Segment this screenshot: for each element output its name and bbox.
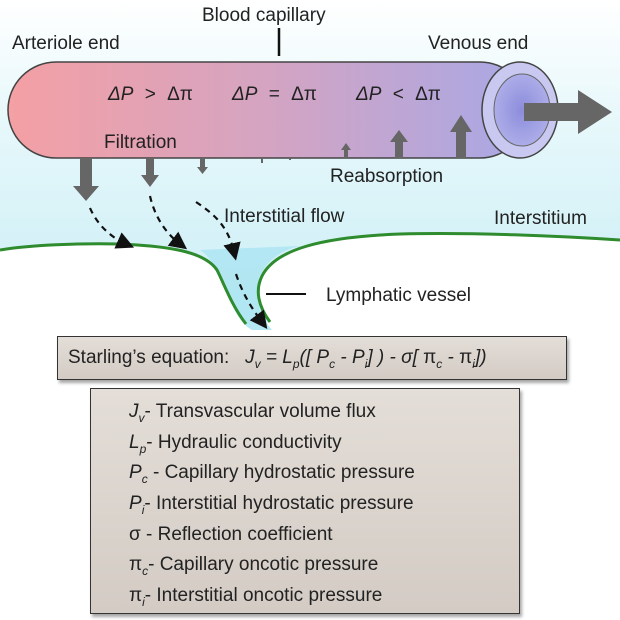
legend-symbol: π [129, 585, 143, 607]
legend-subscript: i [141, 503, 145, 518]
eq-l-symbol: L [282, 347, 293, 368]
legend-symbol: π [129, 554, 143, 576]
legend-description: - Hydraulic conductivity [146, 431, 342, 453]
filtration-label: Filtration [104, 132, 177, 153]
eq-pi-symbol: P [352, 347, 365, 368]
venous-end-label: Venous end [428, 33, 528, 54]
reabsorption-arrow-icon [450, 115, 472, 158]
interstitial-flow-arrow-icon [234, 273, 268, 330]
legend-description: - Capillary hydrostatic pressure [147, 462, 415, 484]
legend-description: - Interstitial oncotic pressure [144, 585, 383, 607]
interstitial-flow-arrow-icon [88, 207, 135, 249]
eq-sigma-bracket: ] ) - σ[ [367, 347, 424, 368]
legend-subscript: v [138, 411, 145, 425]
starling-equation-box: Starling’s equation: Jv = Lp([ Pc - Pi] … [57, 336, 567, 380]
filtration-arrow-icon [141, 158, 159, 187]
lymphatic-vessel-label: Lymphatic vessel [326, 285, 471, 306]
eq-pi-subscript: i [364, 357, 368, 371]
legend-subscript: p [139, 441, 147, 456]
comparison-operator: > [145, 84, 156, 105]
symbol-legend-box: Jv- Transvascular volume flux Lp- Hydrau… [90, 388, 520, 614]
lymphatic-vessel-lumen [200, 246, 300, 330]
eq-j-symbol: J [245, 347, 255, 368]
reabsorption-label: Reabsorption [330, 166, 443, 187]
eq-pii-symbol: π [459, 347, 473, 368]
eq-equals: = [260, 347, 283, 368]
legend-subscript: c [142, 564, 149, 579]
blood-capillary [7, 61, 529, 159]
arteriole-end-label: Arteriole end [12, 33, 120, 54]
legend-row: Pc - Capillary hydrostatic pressure [129, 458, 519, 489]
legend-row: Lp- Hydraulic conductivity [129, 428, 519, 459]
reabsorption-arrow-icon [390, 130, 408, 158]
delta-p-symbol: ΔP [231, 84, 258, 105]
legend-symbol: L [129, 431, 140, 453]
interstitium-label: Interstitium [494, 208, 587, 229]
condition-middle: ΔP = Δπ [231, 84, 317, 105]
eq-j-subscript: v [254, 357, 261, 371]
eq-l-subscript: p [292, 357, 300, 371]
reabsorption-arrow-icon [341, 143, 351, 158]
eq-pc-symbol: P [316, 347, 330, 368]
eq-pii-subscript: i [472, 357, 475, 371]
outflow-arrow-icon [524, 90, 612, 134]
eq-close-bracket: ]) [474, 347, 487, 368]
filtration-arrow-icon [197, 158, 208, 174]
delta-p-symbol: ΔP [107, 84, 134, 105]
legend-row: Pi- Interstitial hydrostatic pressure [129, 489, 519, 520]
legend-subscript: c [141, 472, 148, 487]
legend-symbol: P [129, 493, 142, 515]
delta-pi-symbol: Δπ [415, 84, 441, 105]
condition-venous: ΔP < Δπ [355, 84, 441, 105]
delta-pi-symbol: Δπ [291, 84, 317, 105]
comparison-operator: < [393, 84, 404, 105]
legend-description: - Reflection coefficient [140, 523, 333, 545]
interstitial-flow-label: Interstitial flow [224, 206, 345, 227]
legend-description: - Capillary oncotic pressure [148, 554, 379, 576]
condition-arterial: ΔP > Δπ [107, 84, 193, 105]
eq-minus: - [442, 347, 460, 368]
legend-symbol: P [129, 462, 142, 484]
legend-row: Jv- Transvascular volume flux [129, 397, 519, 428]
interstitial-flow-arrow-icon [195, 201, 241, 261]
comparison-operator: = [269, 84, 280, 105]
interstitial-flow-arrow-icon [148, 195, 188, 250]
legend-symbol: σ [129, 523, 141, 545]
delta-p-symbol: ΔP [355, 84, 382, 105]
legend-description: - Transvascular volume flux [144, 401, 376, 422]
legend-row: πc- Capillary oncotic pressure [129, 550, 519, 581]
eq-minus: - [335, 347, 352, 368]
eq-pic-symbol: π [423, 347, 437, 368]
legend-row: πi- Interstitial oncotic pressure [129, 581, 519, 612]
legend-row: σ - Reflection coefficient [129, 520, 519, 551]
eq-pic-subscript: c [436, 357, 443, 371]
blood-capillary-label: Blood capillary [202, 5, 326, 26]
legend-description: - Interstitial hydrostatic pressure [144, 493, 414, 515]
eq-pc-subscript: c [329, 357, 336, 371]
eq-open-bracket: ([ [299, 347, 317, 368]
legend-subscript: i [142, 595, 145, 610]
tissue-boundary-right [256, 231, 620, 323]
equation-title: Starling’s equation: [68, 347, 230, 368]
delta-pi-symbol: Δπ [167, 84, 193, 105]
legend-symbol: J [129, 401, 139, 422]
filtration-arrow-icon [73, 158, 99, 201]
